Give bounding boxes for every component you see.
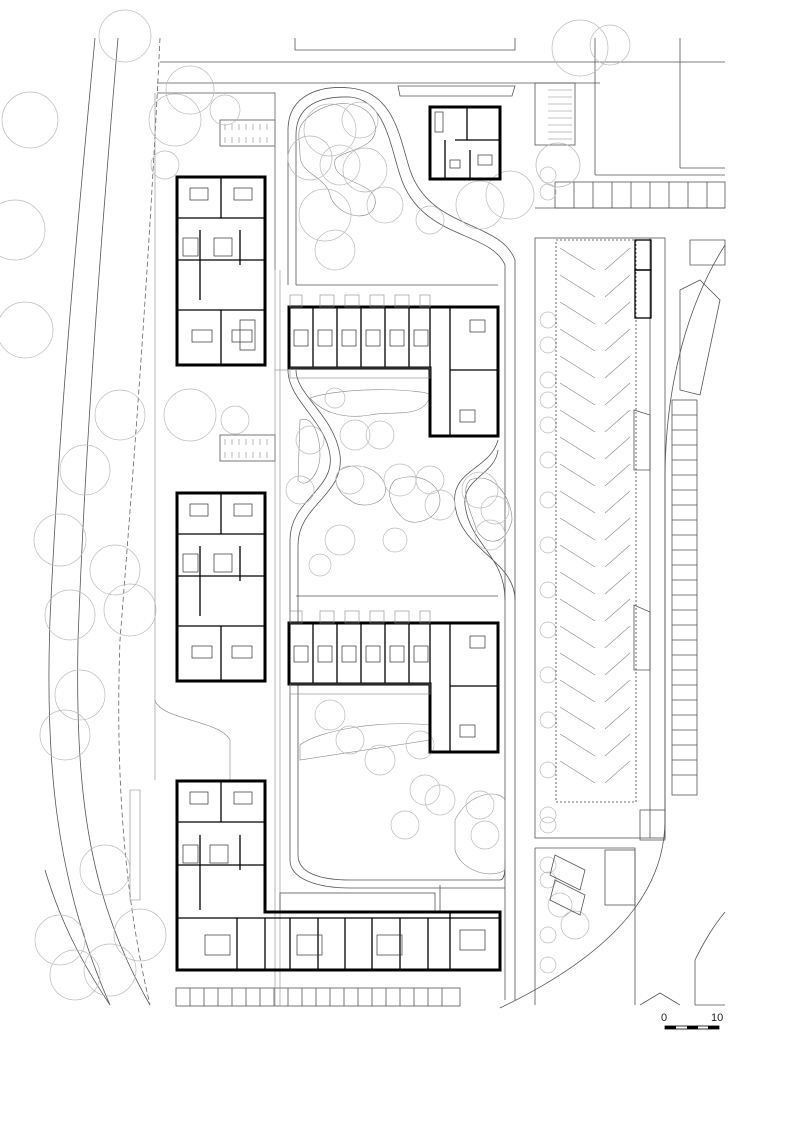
west-paths: [129, 92, 288, 1006]
western-road: [44, 37, 161, 1006]
central-path: [279, 87, 516, 1000]
scale-bar: [664, 1025, 720, 1030]
scale-bar-end-label: 10: [711, 1012, 724, 1024]
parking-west: [175, 119, 461, 1007]
building-north-row: [287, 294, 500, 438]
parking-north: [534, 82, 726, 209]
central-parking: [534, 237, 666, 841]
building-west-south: [175, 779, 502, 972]
scale-bar-start-label: 0: [661, 1012, 668, 1024]
building-west-middle: [175, 491, 267, 683]
building-west-north: [175, 175, 267, 367]
trees: [0, 9, 631, 1001]
north-street: [157, 38, 725, 270]
east-road: [499, 239, 726, 1009]
building-north-villa: [428, 105, 502, 181]
building-middle-row: [287, 610, 500, 754]
